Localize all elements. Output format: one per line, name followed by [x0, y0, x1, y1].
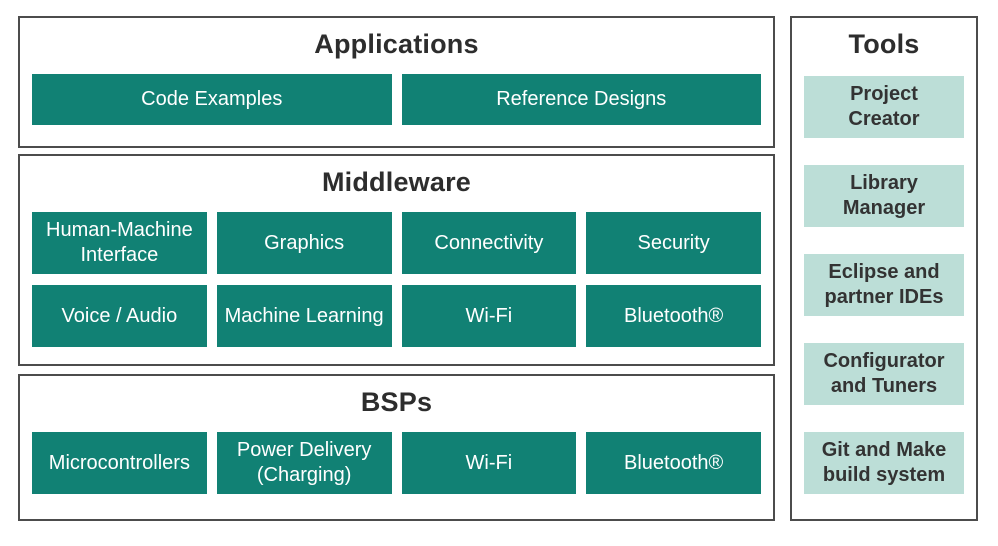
box-middleware-wifi: Wi-Fi: [401, 285, 577, 347]
applications-title: Applications: [314, 29, 479, 59]
tool-eclipse-ides-label: Eclipse and partner IDEs: [824, 261, 944, 308]
tool-project-creator-label: Project Creator: [848, 83, 920, 130]
tool-library-manager: Library Manager: [804, 165, 964, 227]
box-code-examples: Code Examples: [32, 74, 392, 125]
box-security: Security: [586, 212, 761, 274]
box-machine-learning: Machine Learning: [216, 285, 392, 347]
tools-list: Project Creator Library Manager Eclipse …: [792, 62, 976, 494]
box-voice-audio: Voice / Audio: [32, 285, 207, 347]
tool-configurator-tuners-label: Configurator and Tuners: [823, 350, 945, 397]
middleware-row-2: Voice / Audio Machine Learning Wi-Fi Blu…: [20, 285, 773, 347]
middleware-row-1: Human-Machine Interface Graphics Connect…: [20, 212, 773, 274]
panel-tools: Tools Project Creator Library Manager Ec…: [790, 16, 978, 521]
middleware-title: Middleware: [321, 167, 472, 197]
box-microcontrollers: Microcontrollers: [32, 432, 207, 494]
tools-title: Tools: [848, 29, 920, 59]
box-power-delivery: Power Delivery (Charging): [216, 432, 392, 494]
tool-eclipse-ides: Eclipse and partner IDEs: [804, 254, 964, 316]
box-graphics: Graphics: [216, 212, 392, 274]
section-applications: Applications Code Examples Reference Des…: [18, 16, 775, 148]
box-reference-designs: Reference Designs: [401, 74, 761, 125]
box-middleware-bluetooth: Bluetooth®: [586, 285, 761, 347]
box-bsp-wifi: Wi-Fi: [401, 432, 577, 494]
tool-project-creator: Project Creator: [804, 76, 964, 138]
tool-git-make: Git and Make build system: [804, 432, 964, 494]
bsps-row: Microcontrollers Power Delivery (Chargin…: [20, 432, 773, 494]
tool-git-make-label: Git and Make build system: [821, 439, 947, 486]
tool-library-manager-label: Library Manager: [842, 172, 926, 219]
section-bsps: BSPs Microcontrollers Power Delivery (Ch…: [18, 374, 775, 521]
box-human-machine-interface: Human-Machine Interface: [32, 212, 207, 274]
tool-configurator-tuners: Configurator and Tuners: [804, 343, 964, 405]
box-connectivity: Connectivity: [401, 212, 577, 274]
section-middleware: Middleware Human-Machine Interface Graph…: [18, 154, 775, 366]
box-bsp-bluetooth: Bluetooth®: [586, 432, 761, 494]
applications-row: Code Examples Reference Designs: [20, 74, 773, 125]
bsps-title: BSPs: [360, 387, 433, 417]
